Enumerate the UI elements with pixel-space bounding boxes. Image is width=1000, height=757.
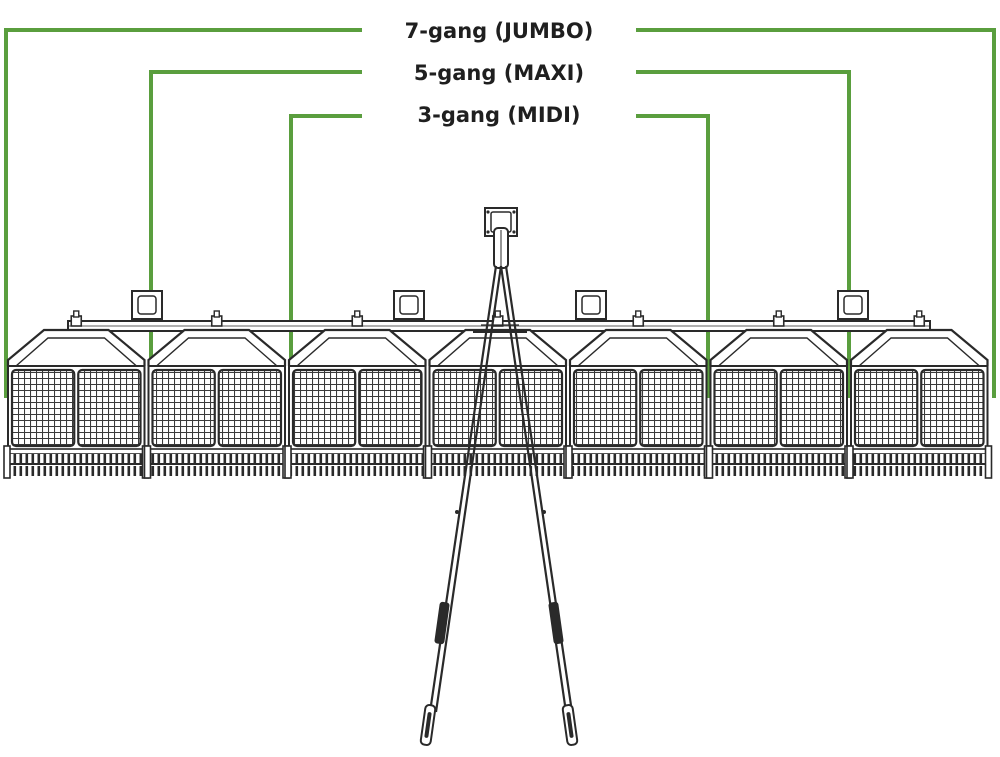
frame-mount-brackets [131, 290, 869, 320]
mesh-panel-right [920, 368, 985, 448]
mesh-panel-right [358, 368, 423, 448]
mount-bracket-3 [575, 290, 607, 320]
mower-unit-1 [3, 310, 150, 479]
mount-bracket-4 [837, 290, 869, 320]
mesh-panel-right [779, 368, 845, 448]
mower-unit-3 [284, 310, 431, 479]
bracket-3-gang [289, 114, 710, 398]
mower-units [3, 310, 993, 479]
mower-unit-7 [846, 310, 993, 479]
mower-unit-2 [143, 310, 290, 479]
drawbar-pins [455, 510, 546, 514]
mesh-panel-left [713, 368, 778, 448]
gang-brackets [4, 28, 996, 398]
mesh-panel-left [151, 368, 216, 448]
mesh-panel-left [291, 368, 357, 448]
mount-bracket-2 [393, 290, 425, 320]
drawbar-arms [428, 265, 574, 713]
bracket-5-gang [149, 70, 851, 398]
mesh-panel-left [572, 368, 638, 448]
mower-unit-6 [705, 310, 852, 479]
drawbar-grip-left [419, 601, 450, 746]
label-7-gang-jumbo: 7-gang (JUMBO) [405, 19, 594, 43]
label-5-gang-maxi: 5-gang (MAXI) [414, 61, 584, 85]
mesh-panel-right [77, 368, 142, 448]
mower-unit-4 [424, 310, 571, 479]
mesh-panel-left [853, 368, 919, 448]
mesh-panel-right [217, 368, 283, 448]
drawbar-grip-right [548, 601, 579, 746]
mower-unit-5 [565, 310, 712, 479]
mount-bracket-1 [131, 290, 163, 320]
hitch-plate [484, 207, 518, 269]
mesh-panel-right [639, 368, 704, 448]
mesh-panel-left [432, 368, 497, 448]
tow-hitch [419, 207, 579, 746]
bracket-7-gang [4, 28, 996, 398]
mesh-panel-right [498, 368, 564, 448]
mesh-panel-left [10, 368, 76, 448]
label-3-gang-midi: 3-gang (MIDI) [418, 103, 581, 127]
